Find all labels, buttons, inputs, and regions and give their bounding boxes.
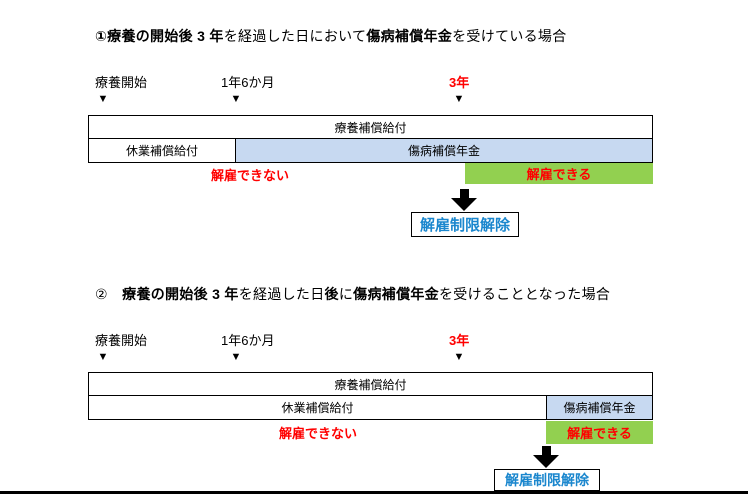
medical-benefit-row: 療養補償給付 bbox=[88, 372, 653, 396]
absence-benefit-cell: 休業補償給付 bbox=[89, 396, 547, 419]
timeline-label-18months: 1年6か月 bbox=[221, 333, 275, 348]
section2-title: ② 療養の開始後 3 年を経過した日後に傷病補償年金を受けることとなった場合 bbox=[95, 284, 610, 304]
title-segment: 療養の開始後 3 年 bbox=[122, 286, 239, 302]
title-segment: を経過した日において bbox=[223, 28, 367, 44]
second-benefit-row: 休業補償給付 傷病補償年金 bbox=[88, 139, 653, 163]
title-segment: ② bbox=[95, 286, 123, 302]
release-label: 解雇制限解除 bbox=[505, 472, 589, 488]
down-arrow-icon bbox=[533, 446, 559, 468]
can-dismiss-bar: 解雇できる bbox=[546, 421, 653, 444]
can-dismiss-text: 解雇できる bbox=[526, 167, 592, 182]
arrow-shaft bbox=[541, 446, 551, 455]
medical-benefit-label: 療養補償給付 bbox=[334, 120, 407, 135]
release-box-2: 解雇制限解除 bbox=[494, 469, 600, 491]
cannot-dismiss-text: 解雇できない bbox=[210, 168, 289, 183]
title-segment: ①療養の開始後 3 年 bbox=[95, 28, 224, 44]
absence-benefit-cell: 休業補償給付 bbox=[89, 139, 236, 162]
triangle-marker-icon: ▼ bbox=[453, 93, 465, 105]
triangle-marker-icon: ▼ bbox=[453, 351, 465, 363]
timeline-label-18months: 1年6か月 bbox=[221, 75, 275, 90]
timeline-label-3years: 3年 bbox=[449, 333, 470, 348]
title-segment: を受けることとなった場合 bbox=[438, 286, 611, 302]
timeline-label-3years: 3年 bbox=[449, 75, 470, 90]
section1-title: ①療養の開始後 3 年を経過した日において傷病補償年金を受けている場合 bbox=[95, 26, 567, 46]
title-segment: を受けている場合 bbox=[452, 28, 567, 44]
cannot-dismiss-text: 解雇できない bbox=[278, 426, 357, 441]
release-label: 解雇制限解除 bbox=[419, 217, 510, 234]
bottom-rule bbox=[0, 491, 748, 494]
medical-benefit-label: 療養補償給付 bbox=[334, 377, 407, 392]
can-dismiss-text: 解雇できる bbox=[567, 426, 632, 441]
triangle-marker-icon: ▼ bbox=[230, 93, 242, 105]
benefit-table-1: 療養補償給付 休業補償給付 傷病補償年金 bbox=[88, 115, 653, 163]
pension-cell: 傷病補償年金 bbox=[547, 396, 652, 419]
second-benefit-row: 休業補償給付 傷病補償年金 bbox=[88, 396, 653, 420]
pension-label: 傷病補償年金 bbox=[407, 144, 480, 158]
title-segment: を経過した日 bbox=[238, 286, 325, 302]
triangle-marker-icon: ▼ bbox=[97, 93, 109, 105]
title-segment: 後 bbox=[324, 286, 339, 302]
triangle-marker-icon: ▼ bbox=[230, 351, 242, 363]
arrow-shaft bbox=[459, 189, 469, 198]
absence-benefit-label: 休業補償給付 bbox=[125, 144, 198, 158]
release-box-1: 解雇制限解除 bbox=[411, 212, 519, 237]
triangle-marker-icon: ▼ bbox=[97, 351, 109, 363]
title-segment: 傷病補償年金 bbox=[366, 28, 453, 44]
medical-benefit-row: 療養補償給付 bbox=[88, 115, 653, 139]
down-arrow-icon bbox=[451, 189, 477, 211]
absence-benefit-label: 休業補償給付 bbox=[281, 401, 354, 415]
pension-cell: 傷病補償年金 bbox=[236, 139, 652, 162]
arrow-head bbox=[533, 455, 559, 468]
benefit-table-2: 療養補償給付 休業補償給付 傷病補償年金 bbox=[88, 372, 653, 420]
can-dismiss-bar: 解雇できる bbox=[465, 163, 653, 184]
title-segment: に bbox=[338, 286, 354, 302]
title-segment: 傷病補償年金 bbox=[353, 286, 439, 302]
arrow-head bbox=[451, 198, 477, 211]
pension-label: 傷病補償年金 bbox=[563, 401, 636, 415]
timeline-label-start: 療養開始 bbox=[95, 333, 148, 348]
timeline-label-start: 療養開始 bbox=[95, 75, 148, 90]
